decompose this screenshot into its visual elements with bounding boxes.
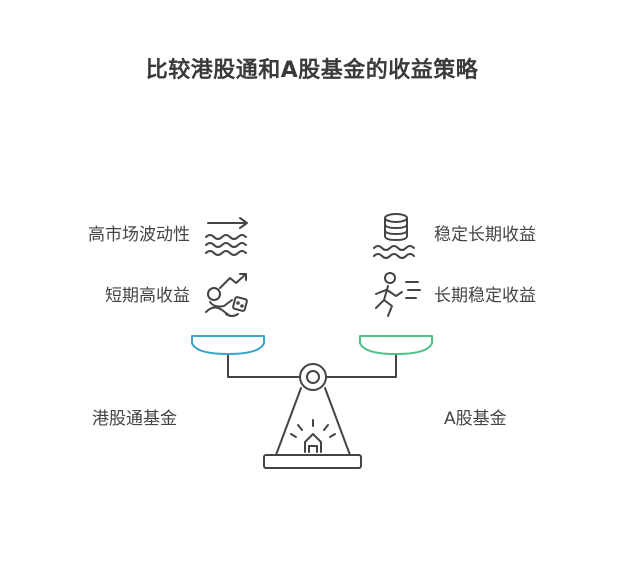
left-pan: [191, 335, 265, 355]
gambler-dice-icon: [205, 273, 248, 317]
coin-stack-icon: [373, 213, 415, 259]
right-feature-label-1: 稳定长期收益: [434, 225, 536, 245]
diagram-title: 比较港股通和A股基金的收益策略: [145, 58, 479, 83]
scale-stand: [275, 387, 351, 456]
wave-trend-icon: [205, 217, 248, 256]
scale-base: [263, 454, 362, 469]
runner-icon: [375, 272, 421, 317]
scale-beam-left: [227, 354, 301, 378]
left-feature-label-2: 短期高收益: [105, 286, 190, 306]
right-side-name: A股基金: [444, 409, 507, 429]
right-pan: [359, 335, 433, 355]
scale-pivot: [299, 363, 327, 391]
scale-beam-right: [325, 354, 397, 378]
right-feature-label-2: 长期稳定收益: [434, 286, 536, 306]
left-side-name: 港股通基金: [92, 409, 177, 429]
left-feature-label-1: 高市场波动性: [88, 225, 190, 245]
